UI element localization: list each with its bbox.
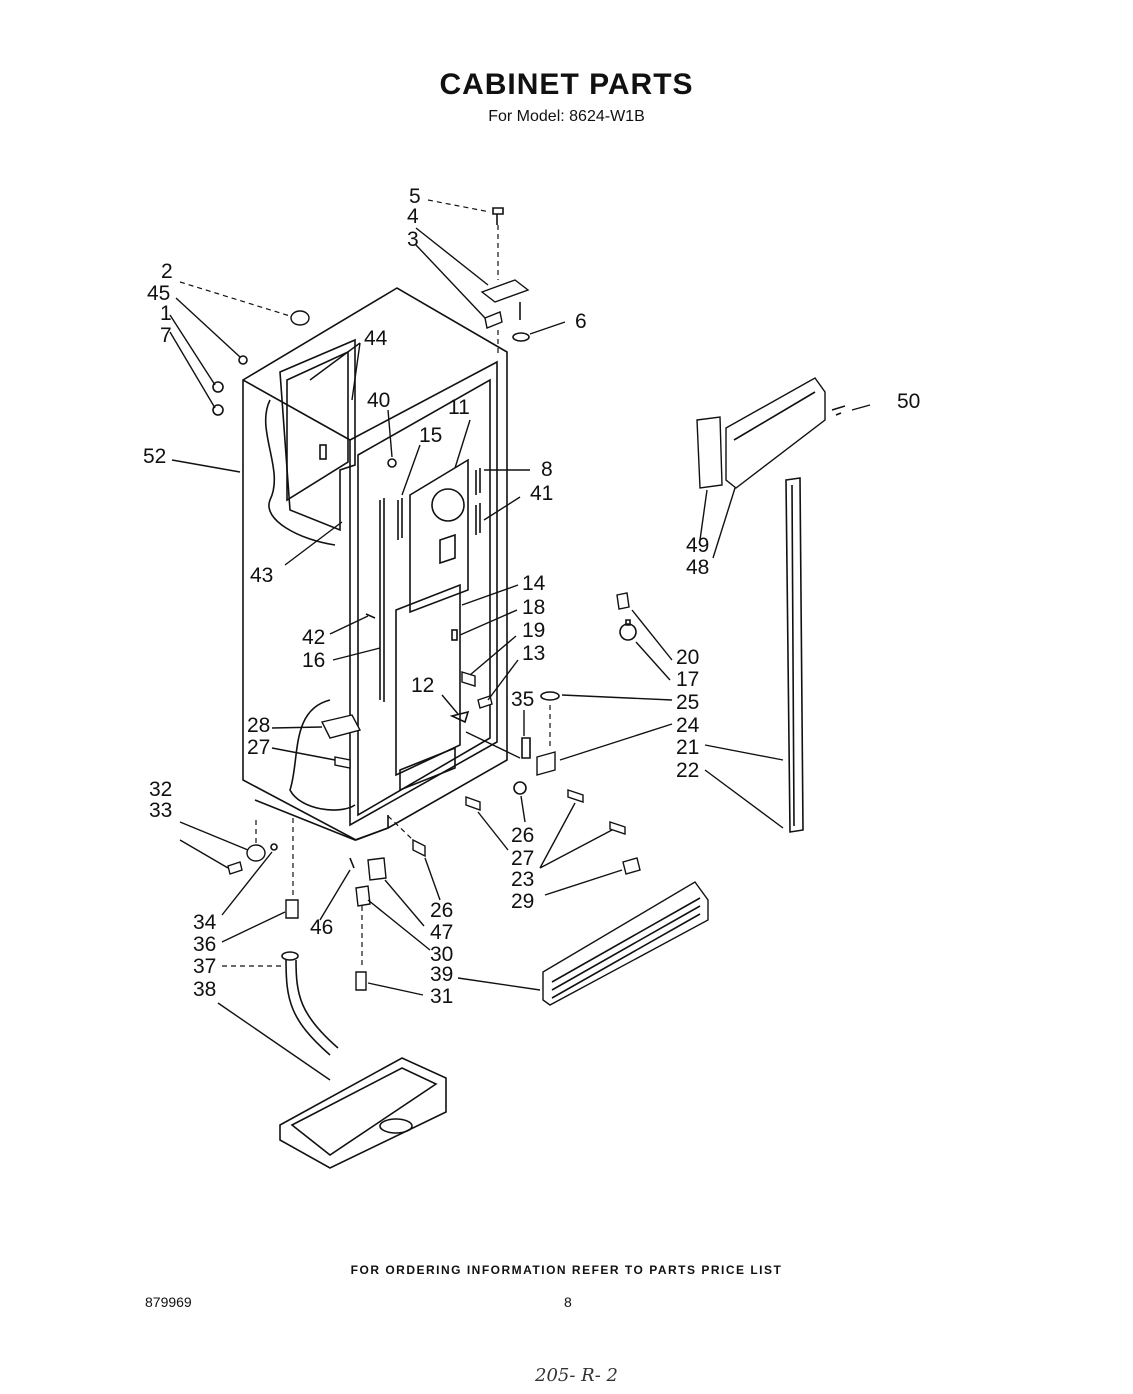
callout-35: 35	[511, 688, 534, 711]
callout-19: 19	[522, 619, 545, 642]
callout-36: 36	[193, 933, 216, 956]
callout-27-upper: 27	[247, 736, 270, 759]
callout-33: 33	[149, 799, 172, 822]
callout-34: 34	[193, 911, 217, 934]
callout-46: 46	[310, 916, 333, 939]
callout-25: 25	[676, 691, 699, 714]
callout-42: 42	[302, 626, 325, 649]
callout-11: 11	[448, 396, 470, 419]
callout-43: 43	[250, 564, 273, 587]
callout-labels: 5 4 3 6 2 45 1 7 44 40 11 15 52 8 41 43 …	[143, 185, 920, 1008]
cabinet-body	[242, 287, 508, 841]
callout-13: 13	[522, 642, 545, 665]
callout-21: 21	[676, 736, 699, 759]
callout-14: 14	[522, 572, 546, 595]
callout-2: 2	[161, 260, 173, 283]
callout-27-lower: 27	[511, 847, 534, 870]
small-parts	[212, 207, 846, 1169]
callout-29: 29	[511, 890, 534, 913]
callout-16: 16	[302, 649, 325, 672]
callout-47: 47	[430, 921, 453, 944]
callout-15: 15	[419, 424, 442, 447]
callout-39: 39	[430, 963, 453, 986]
callout-12: 12	[411, 674, 434, 697]
callout-45: 45	[147, 282, 170, 305]
callout-18: 18	[522, 596, 545, 619]
callout-7: 7	[160, 324, 172, 347]
callout-22: 22	[676, 759, 699, 782]
callout-40: 40	[367, 389, 390, 412]
callout-4: 4	[407, 205, 419, 228]
callout-44: 44	[364, 327, 388, 350]
page-number: 8	[564, 1294, 572, 1310]
callout-26-right: 26	[511, 824, 534, 847]
callout-50: 50	[897, 390, 920, 413]
callout-49: 49	[686, 534, 709, 557]
callout-3: 3	[407, 228, 419, 251]
callout-31: 31	[430, 985, 453, 1008]
callout-24: 24	[676, 714, 700, 737]
model-subtitle: For Model: 8624-W1B	[488, 108, 645, 125]
callout-17: 17	[676, 668, 699, 691]
callout-48: 48	[686, 556, 709, 579]
handwritten-note: 205- R- 2	[535, 1365, 618, 1386]
callout-38: 38	[193, 978, 216, 1001]
callout-23: 23	[511, 868, 534, 891]
document-number: 879969	[145, 1294, 192, 1310]
diagram-title: CABINET PARTS	[439, 68, 694, 101]
callout-8: 8	[541, 458, 553, 481]
callout-6: 6	[575, 310, 587, 333]
callout-30: 30	[430, 943, 453, 966]
callout-26-lower: 26	[430, 899, 453, 922]
leader-lines	[169, 199, 871, 1081]
callout-20: 20	[676, 646, 699, 669]
ordering-info-note: FOR ORDERING INFORMATION REFER TO PARTS …	[350, 1263, 783, 1277]
callout-28: 28	[247, 714, 270, 737]
callout-52: 52	[143, 445, 166, 468]
callout-1: 1	[160, 302, 172, 325]
callout-37: 37	[193, 955, 216, 978]
callout-32: 32	[149, 778, 172, 801]
callout-5: 5	[409, 185, 421, 208]
callout-41: 41	[530, 482, 553, 505]
